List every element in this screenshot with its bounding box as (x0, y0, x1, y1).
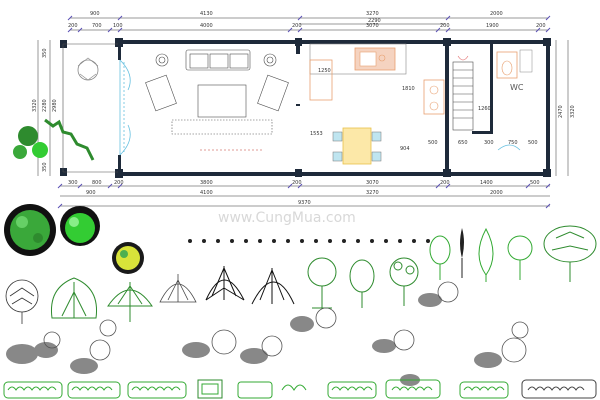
tree-elevation-fan-2 (107, 282, 153, 322)
dim-bottom-total: 9370 (298, 200, 311, 206)
watermark: www.CungMua.com (218, 210, 356, 226)
dim-right-0: 2470 (558, 105, 564, 118)
dim-top-inner-5: 3070 (366, 23, 379, 29)
dim-interior-2: 1553 (310, 131, 323, 137)
sofa-set-symbol (145, 49, 289, 151)
dim-bottom-outer-0: 900 (86, 190, 96, 196)
dim-bottom-outer-3: 2000 (490, 190, 503, 196)
tree-elevation-outline (5, 279, 39, 324)
dim-top-inner-8: 200 (536, 23, 546, 29)
palm-elevation-1 (205, 266, 245, 301)
floor-plan: WC 1250 1810 1553 904 500 650 300 750 50… (60, 38, 551, 178)
laundry-symbol (423, 79, 445, 115)
tree-elevation-small-2 (349, 259, 375, 308)
wc-label: WC (510, 83, 524, 92)
dim-interior-9: 1260 (478, 106, 491, 112)
dim-top-inner-3: 4000 (200, 23, 213, 29)
wc-symbol: WC (496, 49, 533, 151)
tree-elevation-green-4 (543, 225, 597, 282)
tree-elevation-small-1 (307, 257, 337, 309)
porch-plant-group (13, 57, 99, 161)
dim-bottom-inner-2: 200 (114, 180, 124, 186)
kitchen-counter-symbol (309, 43, 407, 101)
tree-elevation-cypress (460, 228, 464, 278)
dim-left-1: 2280 (42, 99, 48, 112)
tree-elevation-fan-1 (50, 277, 98, 319)
tree-elevation-green-2 (478, 227, 494, 282)
tree-elevation-small-3 (389, 257, 419, 306)
dim-interior-5: 650 (458, 140, 468, 146)
dim-top-3270: 3270 (366, 11, 379, 17)
dim-bottom-inner-0: 300 (68, 180, 78, 186)
dim-top-2290: 2290 (368, 18, 381, 24)
dim-bottom-outer-1: 4100 (200, 190, 213, 196)
shadow-tree-cluster-1 (6, 319, 117, 374)
staircase-symbol (452, 55, 474, 131)
dim-top-900: 900 (90, 11, 100, 17)
dim-left-4: 2980 (52, 99, 58, 112)
dim-bottom-inner-7: 1400 (480, 180, 493, 186)
dim-top-inner-7: 1900 (486, 23, 499, 29)
dim-bottom-inner-1: 800 (92, 180, 102, 186)
tree-elevation-green-1 (429, 235, 451, 280)
dim-interior-6: 300 (484, 140, 494, 146)
dim-top-2000: 2000 (490, 11, 503, 17)
right-dimension-chain: 2470 3320 (555, 40, 576, 176)
tree-plan-bright (60, 206, 100, 246)
dim-top-inner-1: 700 (92, 23, 102, 29)
dim-bottom-inner-3: 3800 (200, 180, 213, 186)
dim-bottom-inner-6: 200 (440, 180, 450, 186)
tree-elevation-fan-3 (159, 274, 197, 303)
dim-top-inner-0: 200 (68, 23, 78, 29)
dim-bottom-inner-5: 3070 (366, 180, 379, 186)
dot-row (188, 239, 430, 243)
shadow-tree-cluster-3 (372, 281, 529, 386)
dim-bottom-inner-8: 500 (530, 180, 540, 186)
dim-interior-7: 750 (508, 140, 518, 146)
dim-top-inner-2: 100 (113, 23, 123, 29)
top-dimension-chain: 900 4130 3270 2000 2290 200 700 100 4000… (67, 11, 551, 33)
dim-interior-8: 500 (528, 140, 538, 146)
dim-left-2: 350 (42, 162, 48, 172)
dim-interior-0: 1250 (318, 68, 331, 74)
front-door (119, 59, 131, 156)
dim-interior-3: 904 (400, 146, 410, 152)
dim-interior-4: 500 (428, 140, 438, 146)
dim-top-inner-6: 200 (440, 23, 450, 29)
dim-right-1: 3320 (570, 105, 576, 118)
dim-left-0: 350 (42, 48, 48, 58)
dim-top-inner-4: 200 (292, 23, 302, 29)
shadow-tree-cluster-2 (182, 307, 337, 364)
dim-bottom-outer-2: 3270 (366, 190, 379, 196)
dim-top-4130: 4130 (200, 11, 213, 17)
shrub-strip (3, 379, 597, 399)
tree-elevation-green-3 (507, 235, 533, 280)
palm-elevation-2 (251, 268, 295, 305)
dim-bottom-inner-4: 200 (292, 180, 302, 186)
dim-interior-1: 1810 (402, 86, 415, 92)
bottom-dimension-chain: 300 800 200 3800 200 3070 200 1400 500 9… (57, 180, 551, 209)
tree-plan-dark (4, 204, 56, 256)
tree-plan-yellow (112, 242, 144, 274)
dining-table-symbol (332, 127, 382, 165)
dim-left-3: 3320 (32, 99, 38, 112)
